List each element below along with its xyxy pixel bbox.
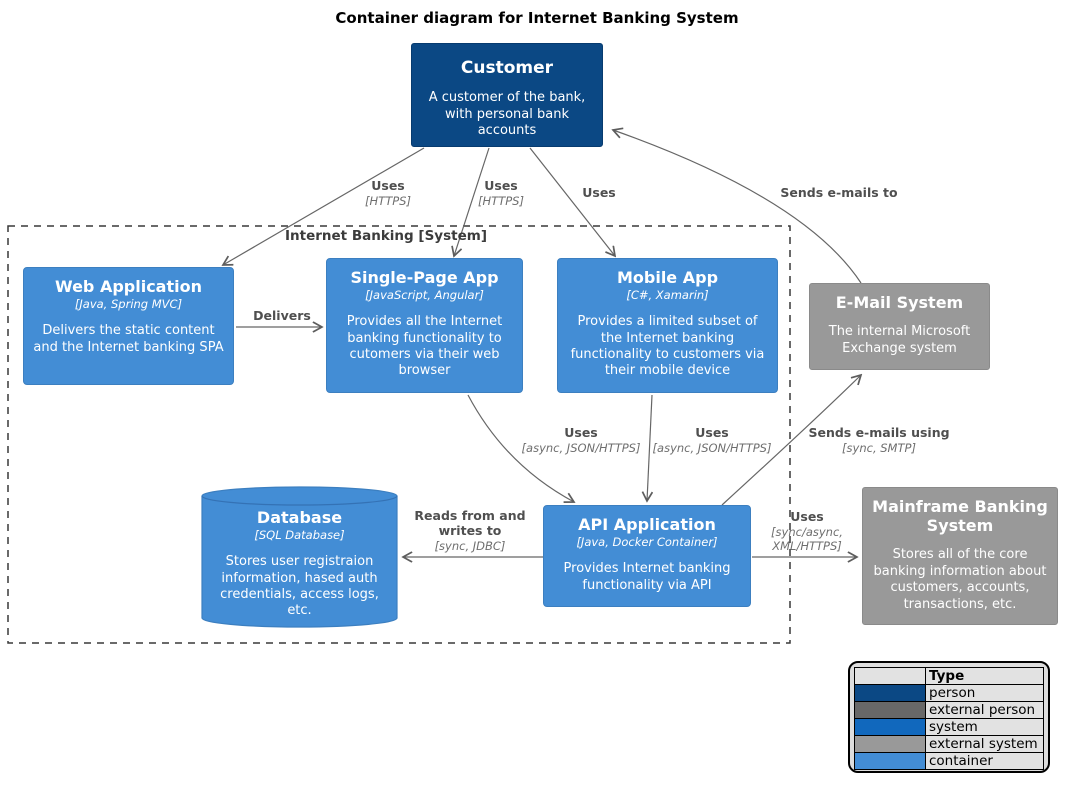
edge-label-tech: [async, JSON/HTTPS] (521, 440, 641, 455)
legend-label-person: person (925, 684, 1044, 702)
legend-row-person: person (854, 684, 1044, 702)
web-application-desc: Delivers the static content and the Inte… (33, 323, 224, 355)
legend-swatch-external-person (854, 701, 926, 719)
legend-header-swatch-cell (854, 667, 926, 685)
legend-row-external-system: external system (854, 735, 1044, 753)
legend-header: Type (925, 667, 1044, 685)
database-tech: [SQL Database] (254, 528, 345, 543)
node-email-system: E-Mail System The internal Microsoft Exc… (809, 283, 990, 370)
edge-mobile-app-api-application (647, 394, 652, 501)
edge-label-mobile-api: Uses [async, JSON/HTTPS] (652, 425, 772, 455)
edge-customer-single-page-app (454, 147, 490, 256)
edge-label-tech: [sync, SMTP] (842, 440, 916, 455)
mainframe-title: Mainframe Banking System (872, 497, 1048, 536)
email-system-title: E-Mail System (835, 293, 964, 312)
node-mobile-app: Mobile App [C#, Xamarin] Provides a limi… (557, 258, 778, 393)
edge-label-customer-mobile: Uses (582, 185, 616, 201)
edge-email-system-customer (613, 130, 862, 284)
legend-swatch-system (854, 718, 926, 736)
legend-swatch-external-system (854, 735, 926, 753)
legend-row-container: container (854, 752, 1044, 770)
legend-swatch-container (854, 752, 926, 770)
system-boundary (7, 225, 791, 644)
edge-label-text: Uses (564, 425, 598, 440)
legend-row-external-person: external person (854, 701, 1044, 719)
edge-label-text: Sends e-mails to (780, 185, 898, 200)
legend-header-row: Type (854, 667, 1044, 685)
single-page-app-desc: Provides all the Internet banking functi… (346, 314, 503, 379)
edge-label-tech: [HTTPS] (478, 193, 524, 208)
web-application-title: Web Application (54, 277, 202, 296)
system-boundary-label: Internet Banking [System] (285, 228, 487, 244)
edge-label-text: Uses (790, 509, 824, 524)
edge-label-text: Reads from and writes to (414, 508, 526, 538)
legend-swatch-person (854, 684, 926, 702)
web-application-tech: [Java, Spring MVC] (74, 297, 183, 312)
edge-label-api-database: Reads from and writes to [sync, JDBC] (409, 508, 531, 553)
edge-label-spa-api: Uses [async, JSON/HTTPS] (521, 425, 641, 455)
legend-label-external-person: external person (925, 701, 1044, 719)
database-cylinder (201, 486, 398, 628)
email-system-desc: The internal Microsoft Exchange system (828, 324, 971, 356)
customer-desc: A customer of the bank, with personal ba… (428, 90, 586, 139)
edge-label-text: Uses (484, 178, 518, 193)
edge-label-api-mainframe: Uses [sync/async, XML/HTTPS] (762, 509, 852, 553)
diagram-title: Container diagram for Internet Banking S… (335, 9, 739, 27)
legend-row-system: system (854, 718, 1044, 736)
edge-label-text: Delivers (253, 308, 311, 323)
node-single-page-app: Single-Page App [JavaScript, Angular] Pr… (326, 258, 523, 393)
database-cylinder-rim (201, 495, 398, 506)
edge-label-email-customer: Sends e-mails to (780, 185, 898, 201)
edge-label-text: Uses (371, 178, 405, 193)
single-page-app-title: Single-Page App (350, 268, 499, 287)
legend: Type person external person system exter… (848, 661, 1050, 773)
edge-label-text: Uses (582, 185, 616, 200)
legend-label-container: container (925, 752, 1044, 770)
single-page-app-tech: [JavaScript, Angular] (365, 288, 484, 303)
edge-label-tech: [sync/async, XML/HTTPS] (771, 524, 843, 553)
database-desc: Stores user registraion information, has… (220, 554, 379, 619)
edge-label-tech: [sync, JDBC] (434, 538, 506, 553)
legend-label-system: system (925, 718, 1044, 736)
edge-label-text: Sends e-mails using (808, 425, 950, 440)
database-title: Database (256, 508, 343, 527)
edge-label-text: Uses (695, 425, 729, 440)
edge-label-web-spa: Delivers (253, 308, 311, 324)
edge-label-customer-spa: Uses [HTTPS] (478, 178, 524, 208)
api-application-tech: [Java, Docker Container] (576, 535, 718, 550)
edge-api-application-email-system (721, 375, 861, 506)
node-customer: Customer A customer of the bank, with pe… (411, 43, 603, 147)
edge-label-tech: [async, JSON/HTTPS] (652, 440, 772, 455)
edge-label-tech: [HTTPS] (365, 193, 411, 208)
node-mainframe-banking-system: Mainframe Banking System Stores all of t… (862, 487, 1058, 625)
edge-label-customer-web: Uses [HTTPS] (365, 178, 411, 208)
mobile-app-desc: Provides a limited subset of the Interne… (570, 314, 765, 379)
node-web-application: Web Application [Java, Spring MVC] Deliv… (23, 267, 234, 385)
edge-customer-web-application (223, 147, 425, 265)
edge-single-page-app-api-application (467, 394, 574, 502)
mobile-app-title: Mobile App (616, 268, 719, 287)
customer-title: Customer (460, 58, 554, 78)
api-application-title: API Application (578, 515, 716, 534)
mobile-app-tech: [C#, Xamarin] (626, 288, 709, 303)
edge-customer-mobile-app (529, 147, 615, 256)
legend-label-external-system: external system (925, 735, 1044, 753)
mainframe-desc: Stores all of the core banking informati… (873, 547, 1047, 612)
node-database: Database [SQL Database] Stores user regi… (202, 492, 397, 624)
legend-table: Type person external person system exter… (854, 667, 1044, 770)
node-api-application: API Application [Java, Docker Container]… (543, 505, 751, 607)
edge-label-api-email: Sends e-mails using [sync, SMTP] (808, 425, 950, 455)
api-application-desc: Provides Internet banking functionality … (563, 561, 731, 593)
